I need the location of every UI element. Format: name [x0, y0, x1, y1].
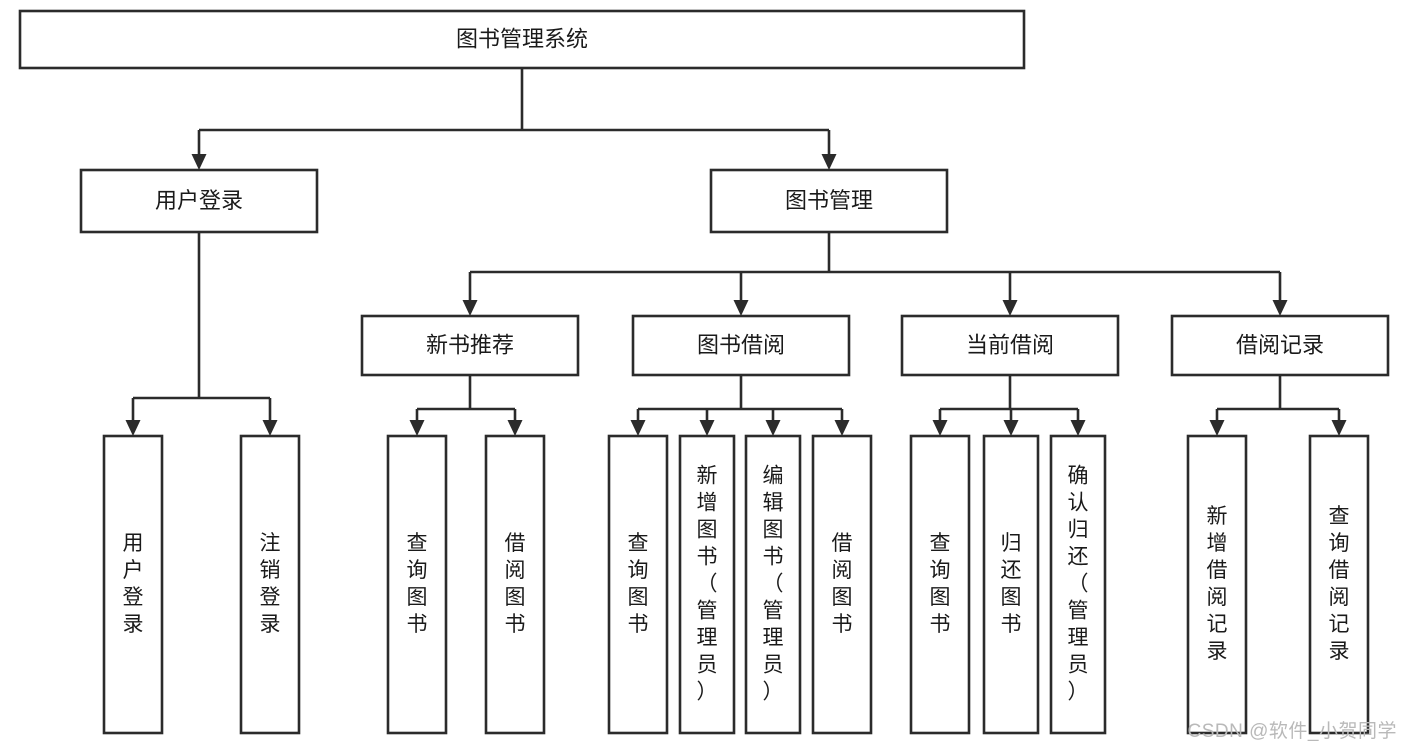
watermark-text: CSDN @软件_小贺同学: [1187, 721, 1397, 742]
node-leaf-query-record-label: 查询借阅记录: [1329, 505, 1350, 663]
node-user-login-box[interactable]: [79, 168, 319, 234]
node-leaf-borrow-book-1[interactable]: 借阅图书: [484, 434, 546, 735]
node-leaf-query-record-box[interactable]: [1308, 434, 1370, 735]
node-borrow-record-box[interactable]: [1170, 314, 1390, 377]
arrow-head-icon: [125, 420, 141, 436]
node-root[interactable]: 图书管理系统: [18, 9, 1026, 70]
node-leaf-borrow-book-2-box[interactable]: [811, 434, 873, 735]
node-leaf-query-book-1-label: 查询图书: [407, 532, 428, 636]
node-book-manage-box[interactable]: [709, 168, 949, 234]
arrow-head-icon: [699, 420, 715, 436]
node-leaf-query-book-2-label: 查询图书: [628, 532, 649, 636]
arrow-head-icon: [262, 420, 278, 436]
arrow-head-icon: [821, 154, 837, 170]
node-new-book-rec-box[interactable]: [360, 314, 580, 377]
node-leaf-borrow-book-1-label: 借阅图书: [505, 532, 526, 636]
node-book-manage[interactable]: 图书管理: [709, 168, 949, 234]
node-leaf-logout[interactable]: 注销登录: [239, 434, 301, 735]
arrow-head-icon: [733, 300, 749, 316]
node-leaf-user-login-label: 用户登录: [123, 532, 144, 636]
arrow-head-icon: [765, 420, 781, 436]
node-leaf-borrow-book-1-box[interactable]: [484, 434, 546, 735]
node-user-login-label: 用户登录: [155, 188, 243, 213]
node-leaf-query-book-1-box[interactable]: [386, 434, 448, 735]
node-leaf-logout-box[interactable]: [239, 434, 301, 735]
arrow-head-icon: [409, 420, 425, 436]
node-root-box[interactable]: [18, 9, 1026, 70]
node-leaf-confirm-return-box[interactable]: [1049, 434, 1107, 735]
node-leaf-add-book[interactable]: 新增图书（管理员）: [678, 434, 736, 735]
arrow-head-icon: [1272, 300, 1288, 316]
arrow-head-icon: [834, 420, 850, 436]
node-book-manage-label: 图书管理: [785, 188, 873, 213]
arrow-head-icon: [1002, 300, 1018, 316]
node-leaf-return-book-box[interactable]: [982, 434, 1040, 735]
node-layer: 图书管理系统用户登录图书管理新书推荐图书借阅当前借阅借阅记录用户登录注销登录查询…: [18, 9, 1390, 735]
node-new-book-rec-label: 新书推荐: [426, 332, 514, 357]
node-current-borrow-box[interactable]: [900, 314, 1120, 377]
node-leaf-add-record-box[interactable]: [1186, 434, 1248, 735]
node-borrow-record-label: 借阅记录: [1236, 332, 1324, 357]
arrow-head-icon: [191, 154, 207, 170]
node-leaf-confirm-return-label: 确认归还（管理员）: [1068, 465, 1089, 704]
node-leaf-query-book-3[interactable]: 查询图书: [909, 434, 971, 735]
node-current-borrow[interactable]: 当前借阅: [900, 314, 1120, 377]
node-leaf-add-record-label: 新增借阅记录: [1207, 505, 1228, 663]
node-book-borrow[interactable]: 图书借阅: [631, 314, 851, 377]
arrow-head-icon: [507, 420, 523, 436]
node-leaf-add-book-label: 新增图书（管理员）: [697, 465, 718, 704]
arrow-head-icon: [1070, 420, 1086, 436]
node-leaf-return-book-label: 归还图书: [1001, 532, 1022, 636]
arrow-head-icon: [1331, 420, 1347, 436]
node-leaf-edit-book[interactable]: 编辑图书（管理员）: [744, 434, 802, 735]
node-leaf-query-record[interactable]: 查询借阅记录: [1308, 434, 1370, 735]
connector-layer: [125, 68, 1347, 436]
arrow-head-icon: [630, 420, 646, 436]
node-leaf-return-book[interactable]: 归还图书: [982, 434, 1040, 735]
arrow-head-icon: [1209, 420, 1225, 436]
node-borrow-record[interactable]: 借阅记录: [1170, 314, 1390, 377]
arrow-head-icon: [462, 300, 478, 316]
node-book-borrow-box[interactable]: [631, 314, 851, 377]
node-leaf-query-book-1[interactable]: 查询图书: [386, 434, 448, 735]
node-leaf-logout-label: 注销登录: [260, 532, 281, 636]
node-leaf-query-book-3-label: 查询图书: [930, 532, 951, 636]
node-leaf-query-book-2[interactable]: 查询图书: [607, 434, 669, 735]
node-leaf-borrow-book-2[interactable]: 借阅图书: [811, 434, 873, 735]
node-root-label: 图书管理系统: [456, 26, 588, 51]
node-book-borrow-label: 图书借阅: [697, 332, 785, 357]
node-current-borrow-label: 当前借阅: [966, 332, 1054, 357]
node-leaf-query-book-2-box[interactable]: [607, 434, 669, 735]
arrow-head-icon: [932, 420, 948, 436]
node-leaf-query-book-3-box[interactable]: [909, 434, 971, 735]
node-leaf-user-login-box[interactable]: [102, 434, 164, 735]
arrow-head-icon: [1003, 420, 1019, 436]
node-new-book-rec[interactable]: 新书推荐: [360, 314, 580, 377]
node-leaf-edit-book-label: 编辑图书（管理员）: [763, 465, 784, 704]
node-leaf-add-record[interactable]: 新增借阅记录: [1186, 434, 1248, 735]
node-leaf-borrow-book-2-label: 借阅图书: [832, 532, 853, 636]
node-user-login[interactable]: 用户登录: [79, 168, 319, 234]
node-leaf-user-login[interactable]: 用户登录: [102, 434, 164, 735]
node-leaf-confirm-return[interactable]: 确认归还（管理员）: [1049, 434, 1107, 735]
node-leaf-edit-book-box[interactable]: [744, 434, 802, 735]
node-leaf-add-book-box[interactable]: [678, 434, 736, 735]
